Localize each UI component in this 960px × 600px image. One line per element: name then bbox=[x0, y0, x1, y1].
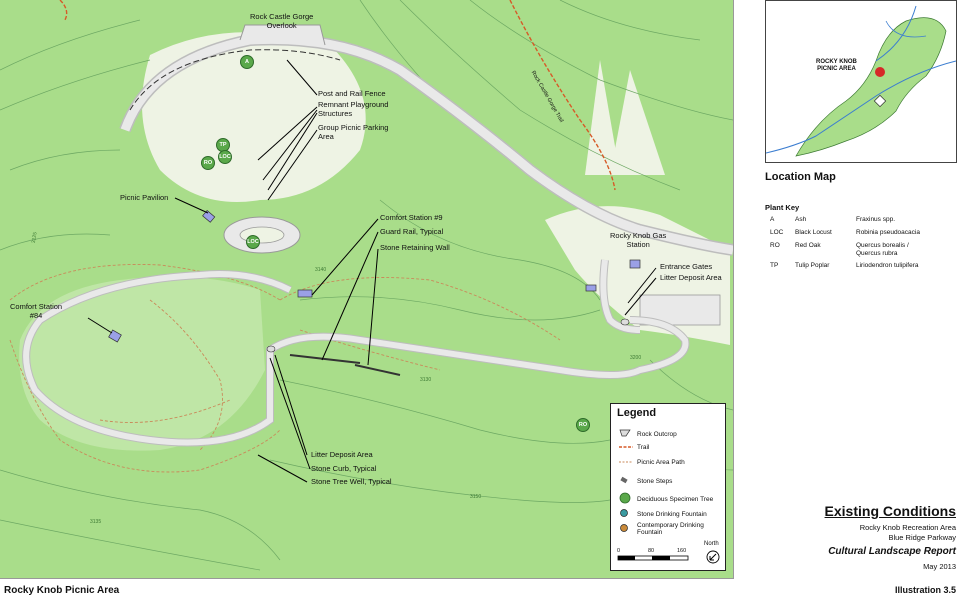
overlook-label: Rock Castle Gorge Overlook bbox=[250, 12, 314, 30]
litter-deposit-label-1: Litter Deposit Area bbox=[660, 273, 722, 282]
gas-station-building bbox=[629, 259, 641, 269]
plant-key-title: Plant Key bbox=[765, 203, 800, 212]
picnic-pavilion-label: Picnic Pavilion bbox=[120, 193, 169, 202]
legend-title: Legend bbox=[617, 407, 657, 419]
legend-item: Contemporary Drinking Fountain bbox=[619, 522, 704, 536]
group-parking-label: Group Picnic Parking Area bbox=[318, 123, 389, 141]
legend-item: Trail bbox=[619, 444, 649, 451]
report-date: May 2013 bbox=[923, 562, 956, 571]
leader-lines bbox=[87, 59, 657, 483]
scale-tick: 160 bbox=[677, 548, 687, 554]
north-label: North bbox=[704, 541, 719, 547]
playground-label: Remnant Playground Structures bbox=[318, 100, 389, 118]
scale-bar bbox=[617, 555, 689, 561]
contour-label: 3150 bbox=[470, 494, 482, 500]
scale-tick: 0 bbox=[617, 548, 621, 554]
contour-label: 3140 bbox=[315, 267, 327, 273]
path-line-icon bbox=[619, 459, 633, 466]
clearing-2 bbox=[610, 70, 665, 175]
tree-marker: A bbox=[240, 55, 254, 69]
stone-curb-label: Stone Curb, Typical bbox=[311, 464, 377, 473]
tree-marker: LOC bbox=[218, 150, 232, 164]
footer-site-name: Rocky Knob Picnic Area bbox=[4, 585, 120, 596]
site-map: Rock Castle Gorge Overlook Post and Rail… bbox=[0, 0, 734, 579]
stone-wall-label: Stone Retaining Wall bbox=[380, 243, 450, 252]
legend-item: Stone Drinking Fountain bbox=[619, 508, 707, 520]
contour-label: 3200 bbox=[630, 355, 642, 361]
guard-rail-label: Guard Rail, Typical bbox=[380, 227, 444, 236]
fountain-icon bbox=[619, 508, 633, 520]
comfort-station-84-label: Comfort Station #84 bbox=[10, 302, 63, 320]
comfort-station-9-building bbox=[297, 289, 313, 298]
post-rail-fence bbox=[129, 49, 341, 111]
tree-icon bbox=[619, 492, 633, 506]
gas-station-label: Rocky Knob Gas Station bbox=[610, 231, 667, 249]
legend-item: Stone Steps bbox=[619, 476, 672, 486]
overlook-parking bbox=[239, 24, 326, 46]
location-map: ROCKY KNOB PICNIC AREA bbox=[765, 0, 957, 163]
picnic-area-paths bbox=[9, 264, 561, 473]
map-legend: Legend Rock Outcrop Trail Picnic Area Pa… bbox=[610, 403, 726, 571]
clearing-1 bbox=[585, 60, 620, 175]
contemporary-fountain-icon bbox=[619, 523, 633, 535]
picnic-pavilion-building bbox=[202, 209, 216, 223]
stone-steps-icon bbox=[619, 476, 633, 486]
contour-label: 3135 bbox=[90, 519, 102, 525]
guard-rail bbox=[289, 354, 361, 364]
tree-marker: RO bbox=[576, 418, 590, 432]
legend-item: Rock Outcrop bbox=[619, 429, 677, 439]
existing-conditions-title: Existing Conditions bbox=[824, 503, 956, 519]
rock-castle-gorge-trail bbox=[509, 0, 616, 191]
legend-item: Picnic Area Path bbox=[619, 459, 685, 466]
title-line-1: Rocky Knob Recreation Area bbox=[859, 523, 956, 532]
location-map-label: ROCKY KNOB PICNIC AREA bbox=[816, 59, 857, 72]
scale-tick: 80 bbox=[648, 548, 655, 554]
location-map-title: Location Map bbox=[765, 171, 836, 183]
open-lawn-area bbox=[142, 32, 366, 203]
tree-marker: LOC bbox=[246, 235, 260, 249]
stone-retaining-wall bbox=[354, 364, 401, 376]
comfort-station-9-label: Comfort Station #9 bbox=[380, 213, 443, 222]
post-rail-fence-label: Post and Rail Fence bbox=[318, 89, 386, 98]
tree-marker: RO bbox=[201, 156, 215, 170]
stone-tree-well-label: Stone Tree Well, Typical bbox=[311, 477, 392, 486]
report-title: Cultural Landscape Report bbox=[828, 546, 956, 557]
trail-line-icon bbox=[619, 444, 633, 451]
legend-item: Deciduous Specimen Tree bbox=[619, 492, 713, 506]
contour-label: 3130 bbox=[420, 377, 432, 383]
map-canvas bbox=[0, 0, 734, 578]
title-line-2: Blue Ridge Parkway bbox=[888, 533, 956, 542]
rock-outcrop-icon bbox=[619, 429, 633, 439]
entrance-gates-label: Entrance Gates bbox=[660, 262, 713, 271]
footer-illustration-number: Illustration 3.5 bbox=[894, 585, 956, 595]
litter-deposit-label-2: Litter Deposit Area bbox=[311, 450, 373, 459]
north-arrow-icon bbox=[706, 550, 720, 564]
picnic-loop-area bbox=[19, 276, 265, 451]
